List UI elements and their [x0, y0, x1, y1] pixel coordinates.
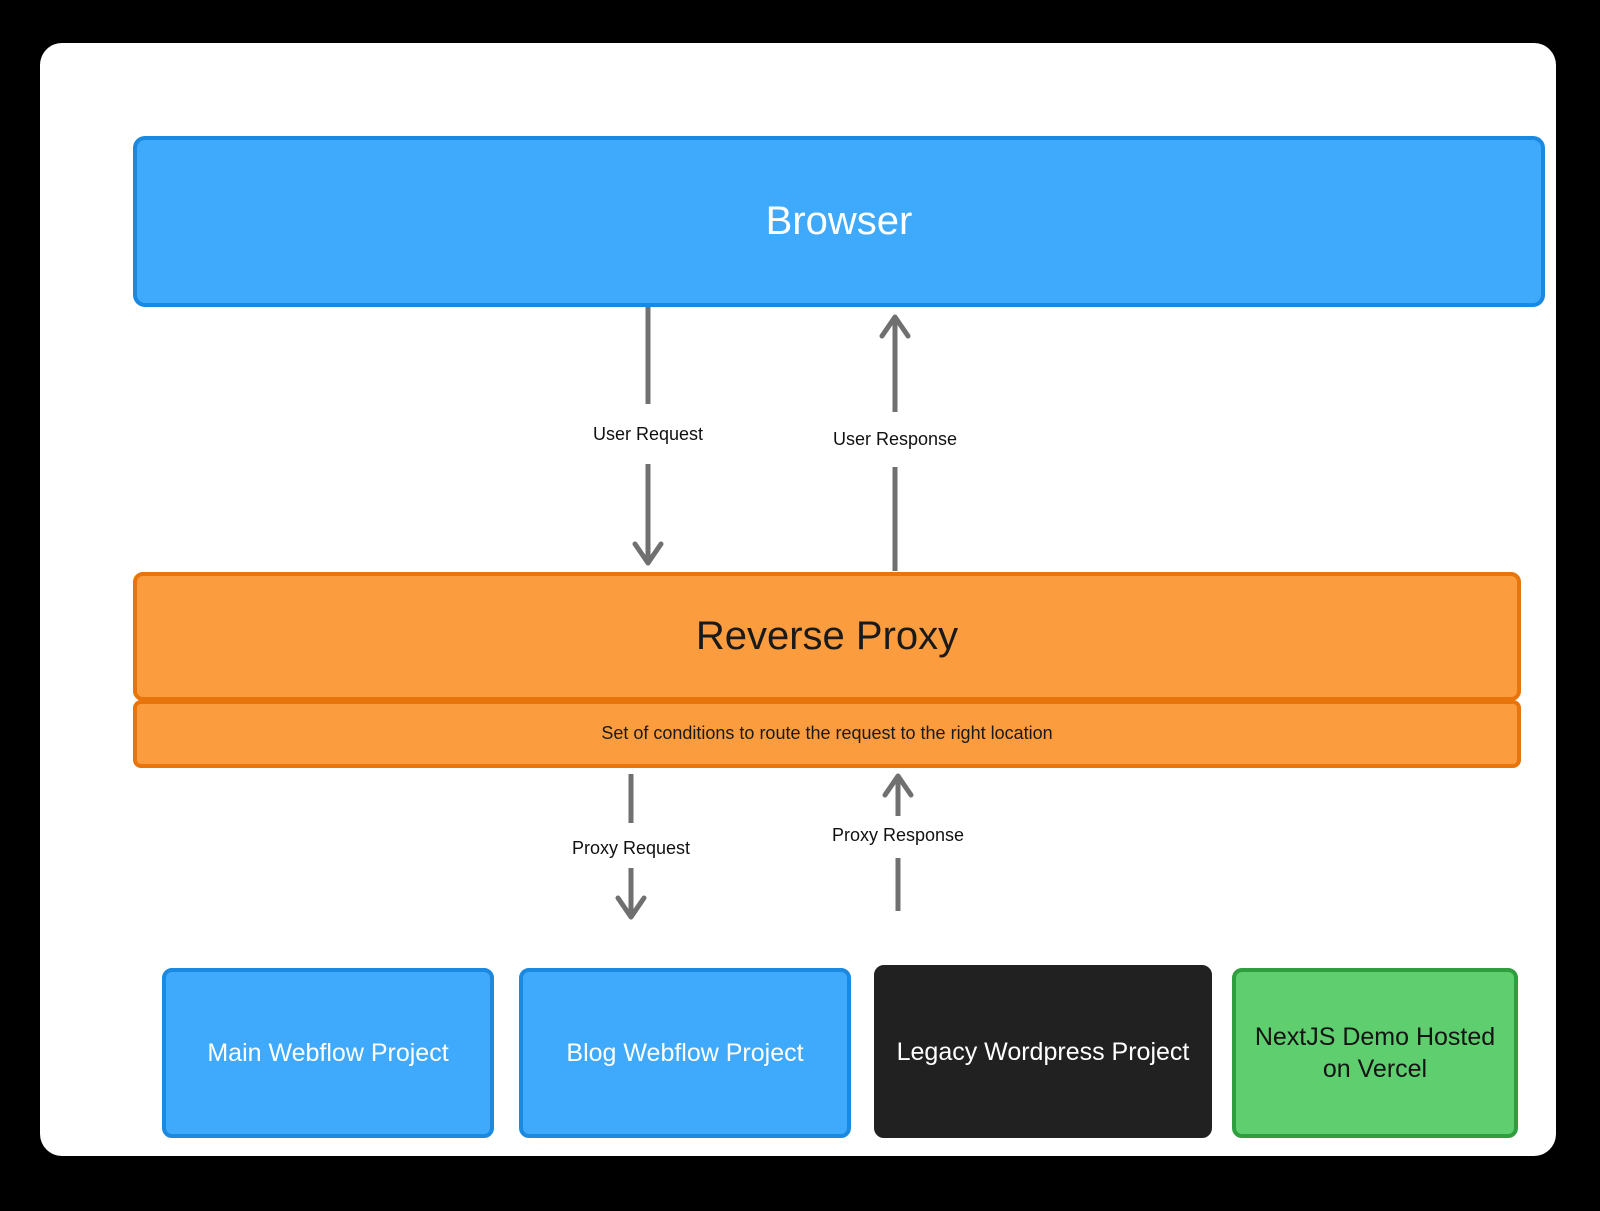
- diagram-card: Browser User Request User Response Rever…: [40, 43, 1556, 1156]
- node-reverse-proxy[interactable]: Reverse Proxy: [133, 572, 1521, 701]
- user-response-arrow-icon: [879, 314, 911, 571]
- connector-user-request: [595, 307, 705, 573]
- node-legacy-wordpress-project[interactable]: Legacy Wordpress Project: [874, 965, 1212, 1138]
- node-browser-label: Browser: [765, 198, 913, 243]
- node-browser[interactable]: Browser: [133, 136, 1545, 307]
- node-reverse-proxy-label: Reverse Proxy: [695, 613, 959, 658]
- node-blog-webflow-project-label: Blog Webflow Project: [566, 1039, 804, 1067]
- connector-proxy-request: [578, 768, 688, 926]
- node-blog-webflow-project[interactable]: Blog Webflow Project: [519, 968, 851, 1138]
- node-legacy-wordpress-project-label: Legacy Wordpress Project: [896, 1037, 1190, 1066]
- connector-user-response: [842, 307, 952, 573]
- proxy-response-arrow-icon: [882, 773, 914, 911]
- node-main-webflow-project-label: Main Webflow Project: [207, 1039, 449, 1067]
- node-nextjs-demo-vercel-label: NextJS Demo Hosted on Vercel: [1254, 1023, 1496, 1083]
- connector-label-proxy-response: Proxy Response: [825, 825, 971, 846]
- user-request-arrow-icon: [632, 307, 664, 566]
- connector-label-user-response: User Response: [826, 429, 964, 450]
- node-routing-conditions[interactable]: Set of conditions to route the request t…: [133, 700, 1521, 768]
- node-nextjs-demo-vercel[interactable]: NextJS Demo Hosted on Vercel: [1232, 968, 1518, 1138]
- node-routing-conditions-label: Set of conditions to route the request t…: [601, 723, 1053, 744]
- proxy-request-arrow-icon: [615, 774, 647, 920]
- connector-proxy-response: [845, 768, 955, 926]
- connector-label-user-request: User Request: [586, 424, 710, 445]
- node-main-webflow-project[interactable]: Main Webflow Project: [162, 968, 494, 1138]
- connector-label-proxy-request: Proxy Request: [565, 838, 697, 859]
